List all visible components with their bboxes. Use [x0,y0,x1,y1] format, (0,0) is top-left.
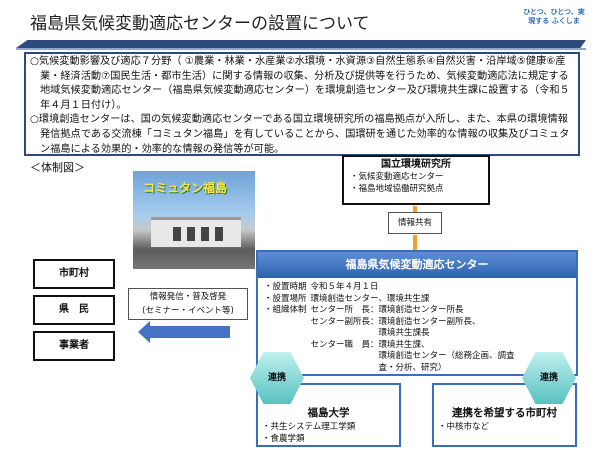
nies-box: 国立環境研究所 ・気候変動適応センター ・福島地域協働研究拠点 [342,155,490,205]
intro-box: ○気候変動影響及び適応７分野（ ①農業・林業・水産業②水環境・水資源③自然生態系… [24,52,580,156]
university-title: 福島大学 [307,407,350,419]
businesses-box: 事業者 [33,331,115,361]
intro-paragraph: ○気候変動影響及び適応７分野（ ①農業・林業・水産業②水環境・水資源③自然生態系… [30,56,570,111]
building [151,217,241,247]
partner-municipality-title: 連携を希望する市町村 [452,407,557,419]
municipalities-box: 市町村 [33,259,115,289]
building-photo: コミュタン福島 [133,171,255,269]
outreach-line: 情報発信・普及啓発 [149,292,227,302]
arrow-up-icon [413,206,417,212]
partner-municipality-item: ・中核市など [438,422,490,432]
photo-caption: コミュタン福島 [143,181,228,195]
outreach-label: 情報発信・普及啓発 (セミナー・イベント等) [128,288,248,320]
info-share-label: 情報共有 [388,212,442,234]
title-underline-light [16,48,586,50]
page-title: 福島県気候変動適応センターの設置について [30,14,370,34]
intro-paragraph: ○環境創造センターは、国の気候変動適応センターである国立環境研究所の福島拠点が入… [30,114,570,155]
university-item: ・共生システム理工学類 [262,422,356,432]
center-details: ・設置時期令和５年４月１日 ・設置場所環境創造センター、環境共生課 ・組織体制セ… [264,282,515,373]
arrow-down-icon [413,235,417,250]
logo: ひとつ、ひとつ、実現する ふくしま [522,8,586,36]
nies-item: ・福島地域協働研究拠点 [350,184,444,194]
nies-title: 国立環境研究所 [381,159,451,170]
residents-box: 県 民 [33,295,115,325]
diagram-heading: ＜体制図＞ [30,161,85,174]
nies-item: ・気候変動適応センター [350,172,444,182]
center-title: 福島県気候変動適応センター [258,252,576,278]
title-underline [16,40,586,48]
adaptation-center-box: 福島県気候変動適応センター ・設置時期令和５年４月１日 ・設置場所環境創造センタ… [256,250,578,376]
arrow-left-icon [138,321,230,343]
university-item: ・食農学類 [262,434,305,444]
outreach-line: (セミナー・イベント等) [142,306,234,316]
